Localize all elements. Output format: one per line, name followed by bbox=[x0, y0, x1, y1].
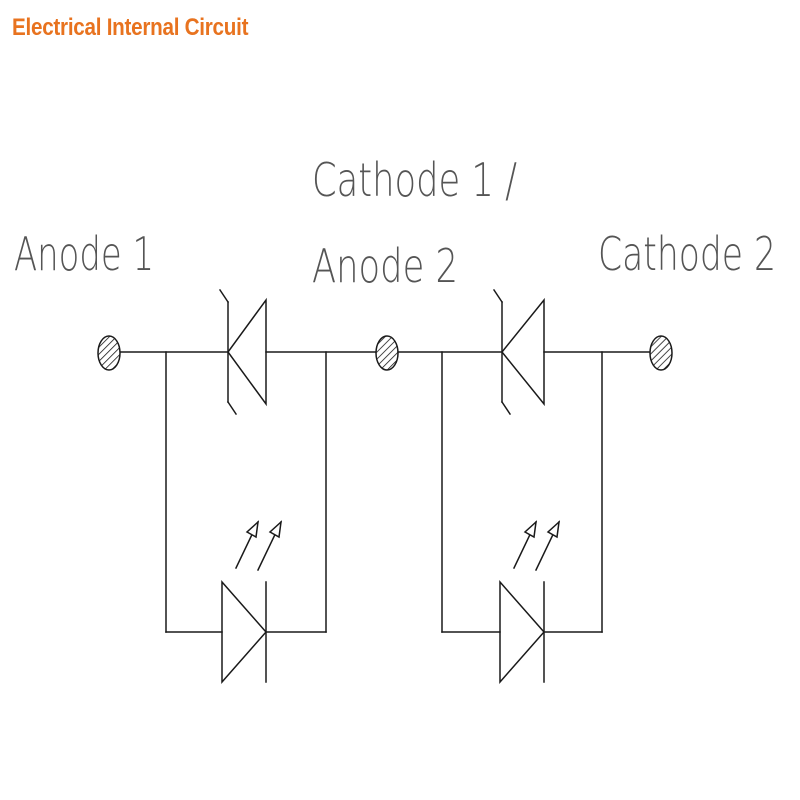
label-cathode-1: Cathode 1 / bbox=[312, 153, 517, 207]
terminal-cathode-1-anode-2 bbox=[375, 335, 399, 371]
label-cathode-2: Cathode 2 bbox=[598, 227, 776, 281]
label-anode-1: Anode 1 bbox=[14, 227, 154, 281]
terminal-cathode-2 bbox=[649, 335, 673, 371]
light-arrows-1 bbox=[234, 520, 283, 572]
diagram-title: Electrical Internal Circuit bbox=[12, 14, 249, 41]
zener-diode-2 bbox=[492, 288, 545, 416]
led-diode-2 bbox=[499, 580, 545, 684]
light-arrows-2 bbox=[512, 520, 561, 572]
zener-diode-1 bbox=[218, 288, 267, 416]
label-anode-2: Anode 2 bbox=[312, 239, 458, 293]
terminal-anode-1 bbox=[97, 335, 121, 371]
led-diode-1 bbox=[221, 580, 267, 684]
